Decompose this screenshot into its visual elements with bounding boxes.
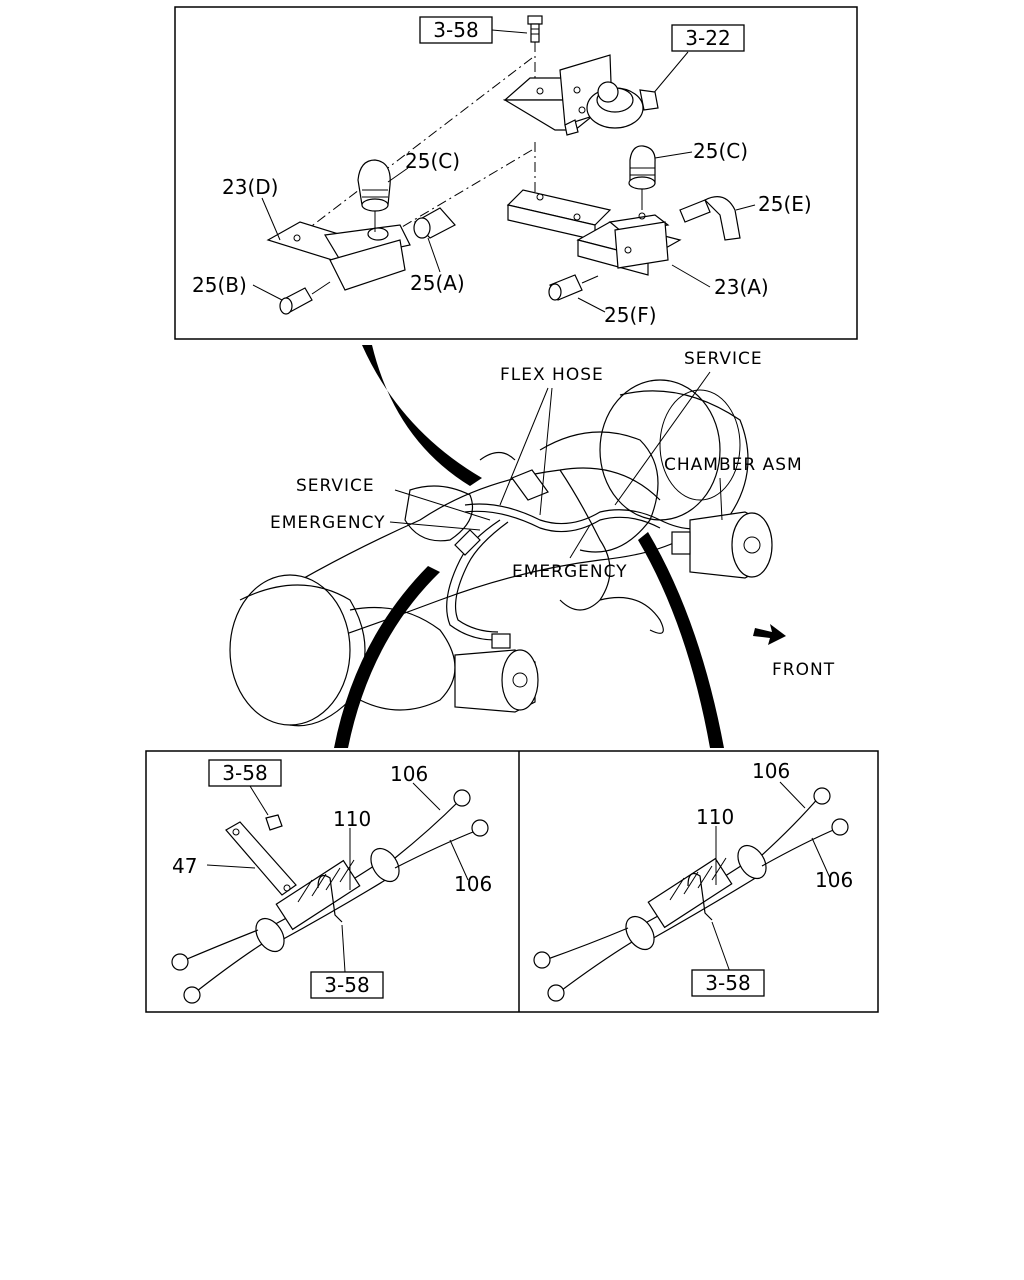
- label-emergency-center: EMERGENCY: [512, 562, 628, 582]
- fitting-25F: [548, 274, 599, 301]
- fitting-25C-left: [357, 159, 391, 212]
- axle-assembly-view: FLEX HOSE SERVICE CHAMBER ASM SERVICE EM…: [229, 345, 835, 748]
- pointer-arc-bottom-left: [334, 566, 440, 748]
- label-emergency-left: EMERGENCY: [270, 513, 386, 533]
- brake-chamber-right: [671, 511, 773, 579]
- axle-housing: [249, 431, 681, 661]
- bottom-detail-panels: 3-58: [145, 750, 879, 1013]
- label-service-left: SERVICE: [296, 476, 375, 496]
- ref-box-3-22: 3-22: [671, 24, 745, 52]
- label-106-top-left: 106: [390, 762, 428, 786]
- label-106-bottom-left: 106: [454, 872, 492, 896]
- label-106-top-right: 106: [752, 759, 790, 783]
- label-47: 47: [172, 854, 197, 878]
- hose-assembly-right: 3-58 106 110 106: [533, 759, 853, 1002]
- ref-label: 3-58: [433, 18, 478, 42]
- front-arrow-icon: [753, 624, 786, 645]
- upper-wheel-drum: [599, 379, 749, 530]
- hose-assembly-left: 3-58: [171, 759, 492, 1004]
- relay-valve-23A: [576, 212, 682, 276]
- pointer-arc-top: [362, 345, 482, 486]
- label-service-top: SERVICE: [684, 349, 763, 369]
- top-panel-frame: [174, 6, 858, 340]
- fitting-25C-right: [628, 145, 656, 190]
- ref-box-3-58-lower-left: [310, 971, 384, 999]
- fitting-25A: [413, 207, 456, 239]
- fitting-25E: [679, 196, 741, 241]
- ref-label: 3-58: [222, 761, 267, 785]
- ref-box-3-58-top: 3-58: [419, 16, 493, 44]
- ref-label: 3-22: [685, 26, 730, 50]
- ref-box-3-58-lower-right: [691, 969, 765, 997]
- bracket-47: [225, 821, 297, 896]
- fitting-25B: [279, 281, 331, 315]
- label-flex-hose: FLEX HOSE: [500, 365, 604, 385]
- label-110-right: 110: [696, 805, 734, 829]
- label-25C-right: 25(C): [693, 139, 748, 163]
- relay-valve-23D: [266, 221, 411, 291]
- ref-label: 3-58: [705, 971, 750, 995]
- bolt-part: [527, 15, 543, 43]
- label-110-left: 110: [333, 807, 371, 831]
- label-23A: 23(A): [714, 275, 769, 299]
- ref-label: 3-58: [324, 973, 369, 997]
- brake-chamber-lower: [454, 649, 539, 713]
- bottom-panel-frame: [145, 750, 879, 1013]
- label-chamber-asm: CHAMBER ASM: [664, 455, 803, 475]
- mid-plate: [506, 189, 612, 241]
- lower-wheel-drum: [229, 574, 456, 727]
- label-23D: 23(D): [222, 175, 278, 199]
- pointer-arc-bottom-right: [638, 532, 724, 748]
- label-25B: 25(B): [192, 273, 247, 297]
- label-front: FRONT: [772, 660, 835, 680]
- label-25E: 25(E): [758, 192, 812, 216]
- label-25A: 25(A): [410, 271, 465, 295]
- label-106-bottom-right: 106: [815, 868, 853, 892]
- label-25C-left: 25(C): [405, 149, 460, 173]
- brake-hoses: [446, 469, 661, 649]
- upper-valve-bracket: [502, 54, 659, 136]
- ref-box-3-58-upper-left: [208, 759, 282, 787]
- top-detail-panel: 3-58 3-22: [174, 6, 858, 340]
- label-25F: 25(F): [604, 303, 657, 327]
